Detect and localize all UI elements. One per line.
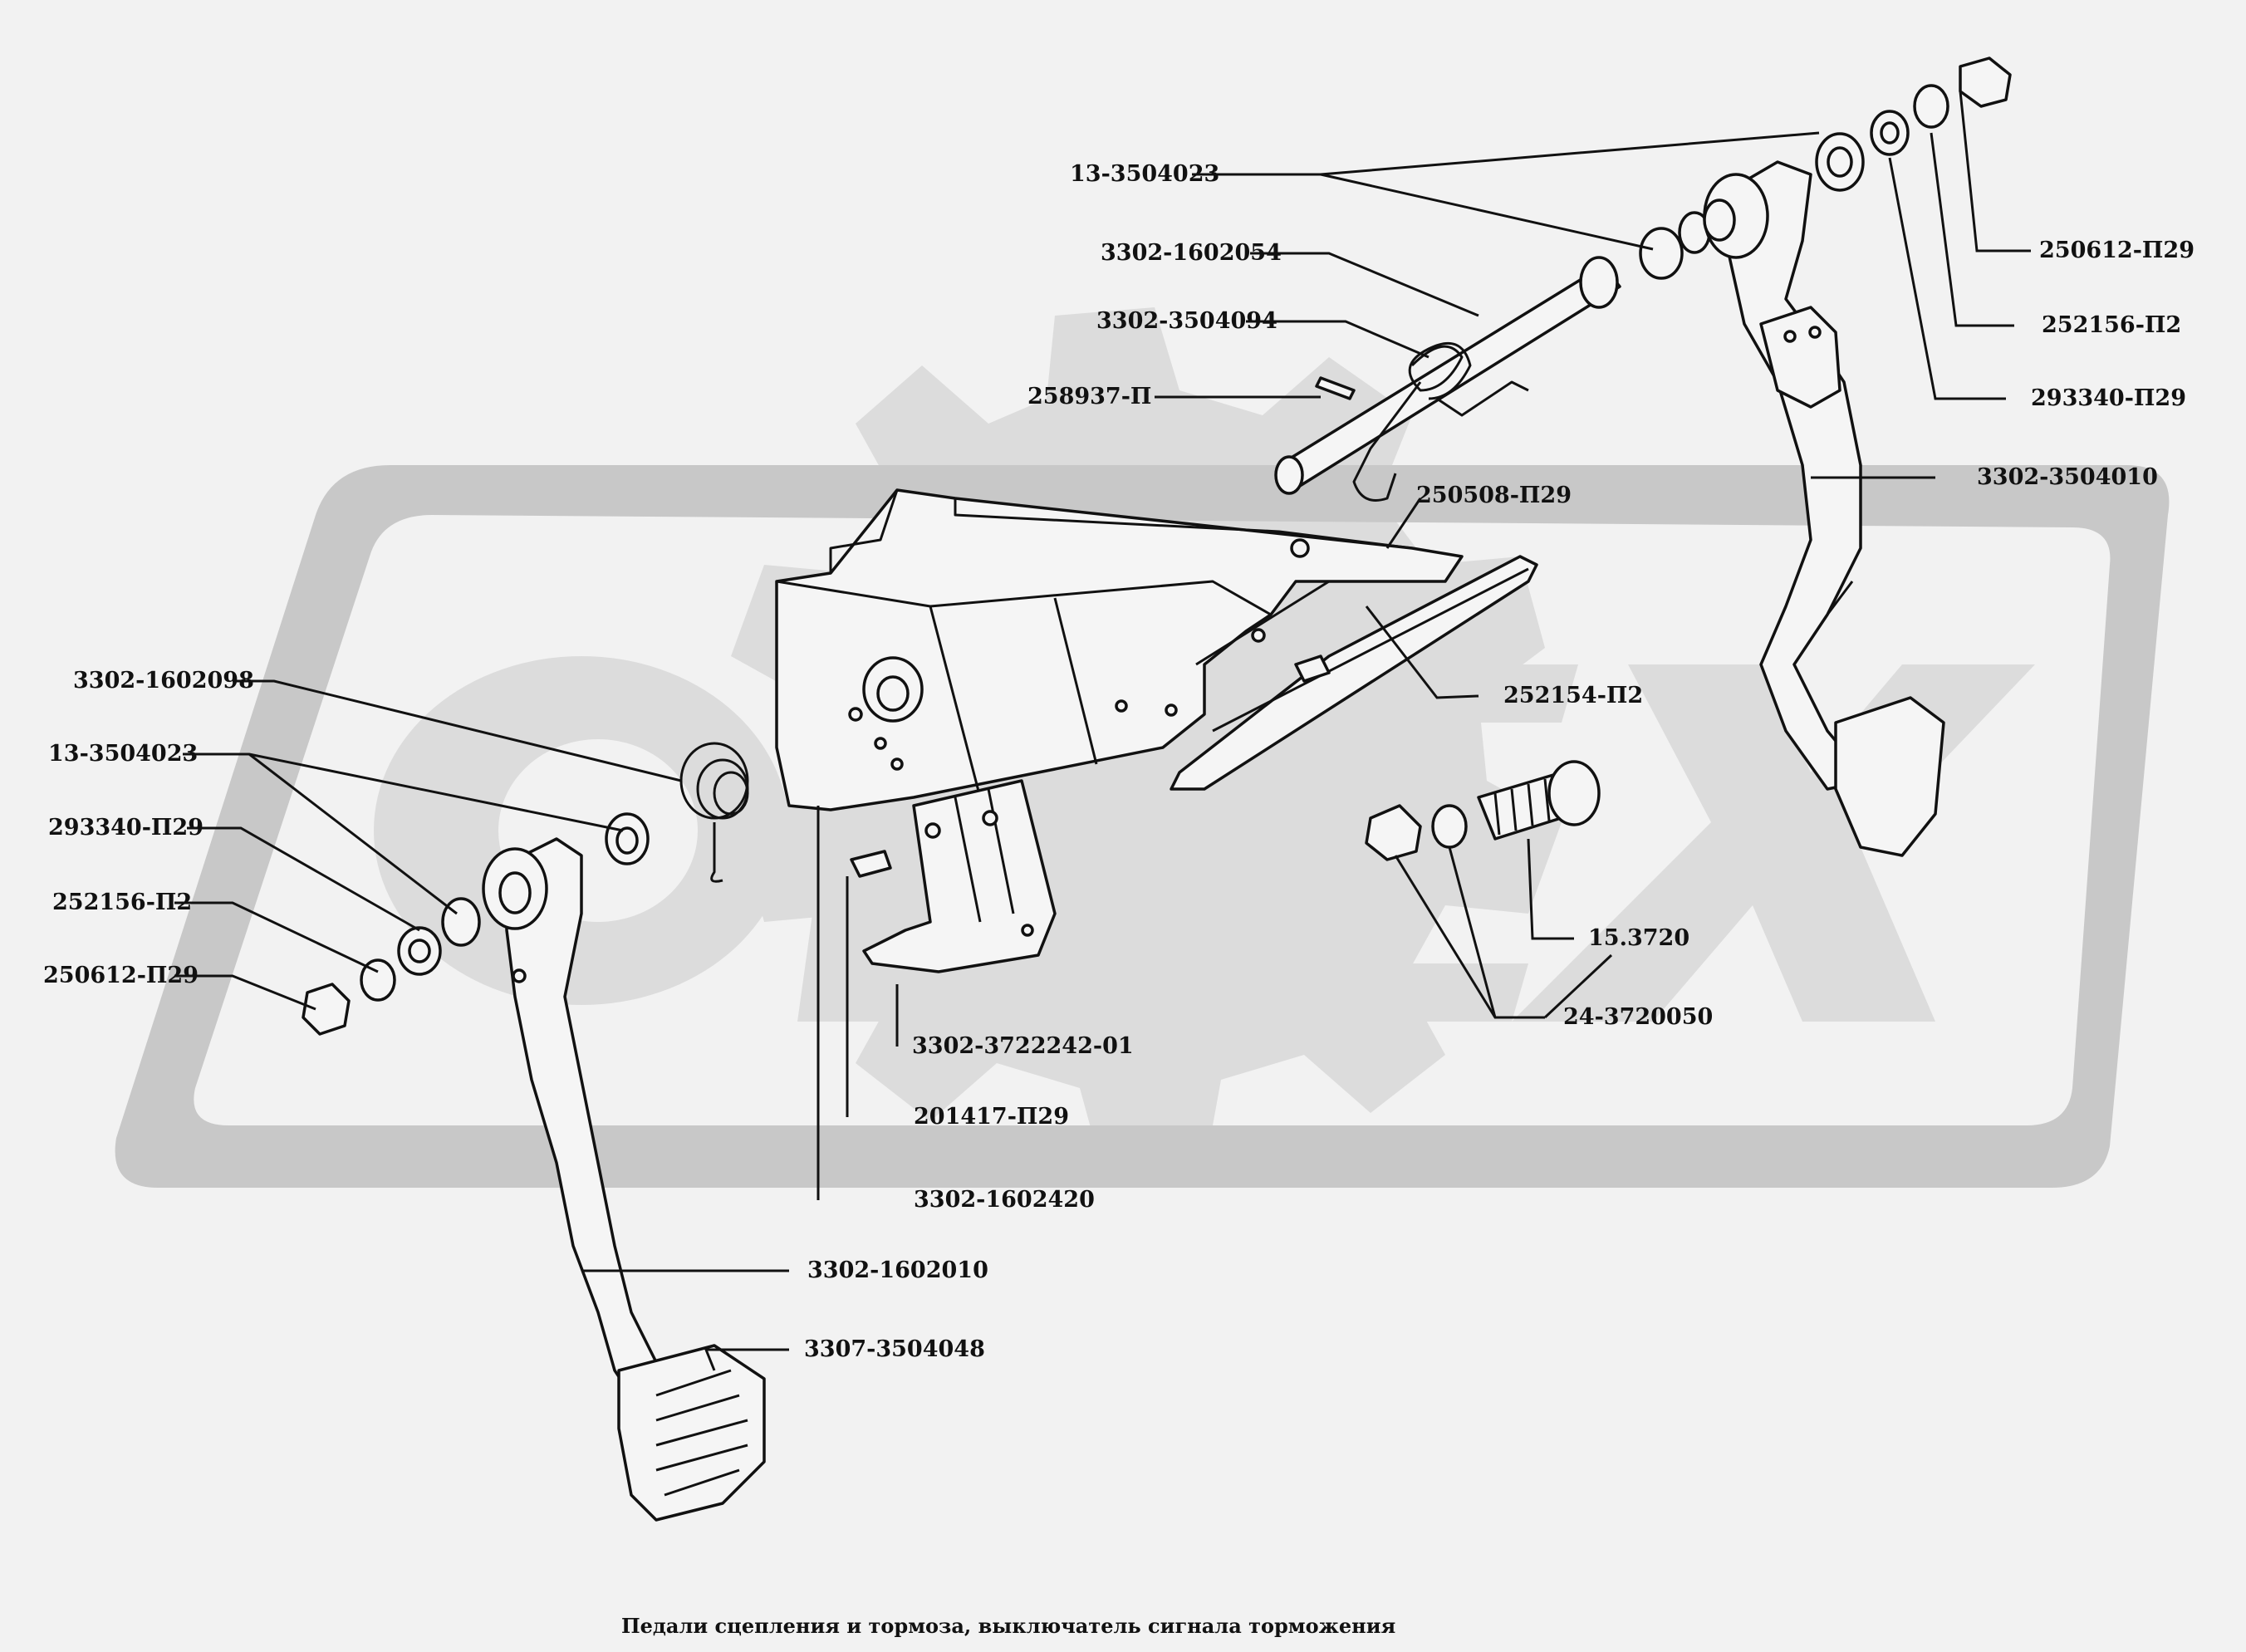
lower-fasteners <box>302 897 481 1036</box>
label-250612-p29-left: 250612-П29 <box>43 963 199 988</box>
label-258937-p: 258937-П <box>1027 384 1151 409</box>
label-3302-1602098: 3302-1602098 <box>73 668 254 694</box>
label-13-3504023-left: 13-3504023 <box>48 741 198 767</box>
leader-lines <box>174 91 2031 1371</box>
label-250508-p29: 250508-П29 <box>1416 483 1572 508</box>
label-3302-1602054: 3302-1602054 <box>1101 240 1282 266</box>
label-3302-1602420: 3302-1602420 <box>914 1187 1095 1213</box>
label-252156-p2-top: 252156-П2 <box>2042 312 2181 338</box>
label-3302-3504010: 3302-3504010 <box>1977 464 2158 490</box>
return-spring-icon <box>1352 341 1529 502</box>
brake-light-switch <box>1365 760 1601 861</box>
switch-bracket <box>850 779 1057 973</box>
clutch-pedal <box>482 742 766 1522</box>
label-3302-3504094: 3302-3504094 <box>1096 308 1277 334</box>
label-13-3504023-top: 13-3504023 <box>1070 161 1219 187</box>
label-293340-p29-left: 293340-П29 <box>48 815 204 841</box>
diagram-caption: Педали сцепления и тормоза, выключатель … <box>621 1614 1395 1638</box>
label-252154-p2: 252154-П2 <box>1503 683 1643 708</box>
label-15-3720: 15.3720 <box>1588 925 1689 951</box>
label-3302-1602010: 3302-1602010 <box>807 1257 988 1283</box>
label-293340-p29-top: 293340-П29 <box>2031 385 2186 411</box>
label-3302-3722242-01: 3302-3722242-01 <box>912 1033 1134 1059</box>
label-3307-3504048: 3307-3504048 <box>804 1336 985 1362</box>
brake-pedal <box>1703 160 1945 857</box>
label-201417-p29: 201417-П29 <box>914 1104 1069 1130</box>
pedal-shaft <box>1274 208 1733 502</box>
label-252156-p2-left: 252156-П2 <box>52 890 192 915</box>
upper-fasteners <box>1815 56 2012 192</box>
pedal-bracket <box>775 488 1538 811</box>
part-labels: 13-3504023 3302-1602054 3302-3504094 258… <box>43 161 2195 1362</box>
label-24-3720050: 24-3720050 <box>1563 1004 1713 1030</box>
label-250612-p29-top: 250612-П29 <box>2039 238 2195 263</box>
